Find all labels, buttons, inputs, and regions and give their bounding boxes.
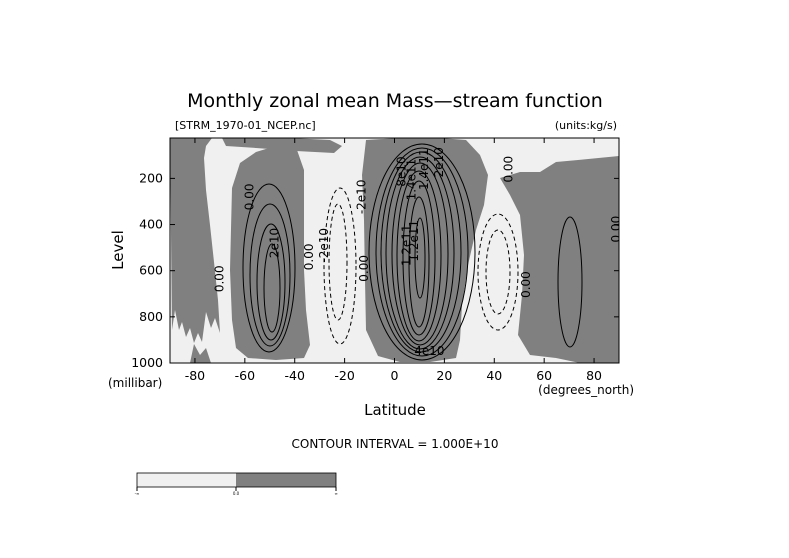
colorbar-label-neg: -∞ xyxy=(135,491,140,496)
contour-label: 0.00 xyxy=(357,255,371,282)
y-axis-label: Level xyxy=(109,230,127,270)
positive-contours xyxy=(242,143,583,361)
y-tick-label: 400 xyxy=(139,217,163,232)
contour-hadley-10e10 xyxy=(391,162,449,346)
x-axis-ticks: -80 -60 -40 -20 0 20 40 60 80 xyxy=(185,138,602,383)
x-tick-label: 0 xyxy=(391,368,399,383)
y-unit-label: (millibar) xyxy=(108,376,162,390)
x-tick-label: 80 xyxy=(586,368,602,383)
contour-neg-south-1 xyxy=(323,187,357,345)
contour-south-6e10 xyxy=(256,223,286,341)
y-tick-label: 1000 xyxy=(131,355,163,370)
x-tick-label: -40 xyxy=(285,368,305,383)
contour-label: 1.2e11 xyxy=(407,220,421,262)
contour-hadley-4e10 xyxy=(375,147,469,357)
units-label: (units:kg/s) xyxy=(555,119,617,132)
contour-label: -2e10 xyxy=(317,228,331,263)
chart-title: Monthly zonal mean Mass—stream function xyxy=(187,90,603,112)
colorbar-negative-swatch xyxy=(137,473,236,487)
shaded-region-left-edge xyxy=(170,138,220,343)
y-tick-label: 800 xyxy=(139,309,163,324)
contour-label: 1.2e11 xyxy=(399,224,413,266)
contour-label: -2e10 xyxy=(355,180,369,215)
shaded-cell-southern xyxy=(230,145,310,360)
contour-neg-north-2 xyxy=(485,229,511,315)
x-tick-label: -60 xyxy=(235,368,255,383)
contour-label: 0.00 xyxy=(242,183,256,210)
contour-hadley-18e10 xyxy=(414,217,426,299)
x-tick-label: 40 xyxy=(486,368,502,383)
contour-label: 0.00 xyxy=(502,156,516,183)
contour-hadley-8e10 xyxy=(385,156,455,350)
contour-hadley-16e10 xyxy=(408,196,430,328)
contour-interval-label: CONTOUR INTERVAL = 1.000E+10 xyxy=(292,437,499,451)
contour-label: 0.00 xyxy=(212,265,226,292)
negative-contours xyxy=(323,187,519,345)
y-tick-label: 600 xyxy=(139,263,163,278)
y-axis-ticks: 200 400 600 800 1000 xyxy=(131,170,619,370)
colorbar-label-pos: ∞ xyxy=(334,491,337,496)
contour-north-2e10 xyxy=(557,216,583,348)
contour-label: 2e10 xyxy=(432,147,446,177)
contour-hadley-2e10 xyxy=(368,143,476,361)
x-axis-label: Latitude xyxy=(364,401,426,419)
contour-south-4e10 xyxy=(249,203,291,347)
y-tick-label: 200 xyxy=(139,170,163,185)
x-tick-label: -20 xyxy=(334,368,354,383)
contour-hadley-6e10 xyxy=(380,151,462,353)
contour-neg-south-2 xyxy=(328,203,348,321)
shaded-strip-top xyxy=(222,138,342,153)
shaded-cell-northern xyxy=(500,156,619,363)
contour-label: 2e10 xyxy=(267,228,281,258)
contour-south-2e10 xyxy=(242,183,296,353)
x-tick-label: 60 xyxy=(536,368,552,383)
contour-label: 8e10 xyxy=(394,156,408,186)
contour-label: 0.00 xyxy=(519,271,533,298)
contour-south-8e10 xyxy=(263,243,281,333)
contour-label: 0.00 xyxy=(609,216,623,243)
contour-label: 0.00 xyxy=(302,243,316,270)
contour-label: 1.4e11 xyxy=(404,159,418,201)
colorbar-positive-swatch xyxy=(236,473,336,487)
contour-hadley-12e10 xyxy=(396,170,442,342)
colorbar-label-zero: 0.0 xyxy=(233,491,240,496)
contour-label: 4e10 xyxy=(414,344,444,358)
file-label: [STRM_1970-01_NCEP.nc] xyxy=(175,119,316,132)
colorbar: -∞ 0.0 ∞ xyxy=(135,472,338,496)
x-tick-label: -80 xyxy=(185,368,205,383)
contour-label: 1.4e11 xyxy=(417,148,431,190)
x-tick-label: 20 xyxy=(436,368,452,383)
contour-hadley-14e10 xyxy=(402,180,436,336)
contour-neg-north-1 xyxy=(477,213,519,331)
x-unit-label: (degrees_north) xyxy=(538,383,634,397)
